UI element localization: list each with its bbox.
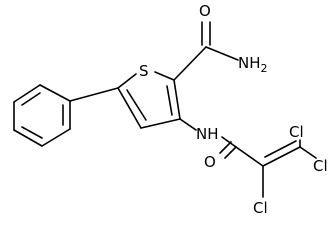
bond-th-c5-s	[117, 73, 137, 89]
bond-th-c4-c5-inner	[126, 89, 147, 121]
bond-ph-4	[41, 128, 71, 147]
bond-c3-nh	[179, 118, 197, 131]
bond-acyl-o-a	[224, 146, 237, 159]
bond-acyl-calpha	[235, 146, 264, 167]
bond-th-c4-c5	[117, 87, 142, 129]
bond-th-c3-c4	[140, 118, 181, 129]
carboxamide-group	[173, 21, 239, 81]
bond-acyl-o-b	[219, 141, 232, 154]
atom-label-amide-nh2: NH2	[238, 54, 268, 75]
atom-label-oxygen-amide: O	[199, 2, 211, 20]
bond-th-c2-c3-inner	[166, 85, 173, 116]
atom-label-nh-linker: NH	[196, 125, 219, 143]
bond-th-s-c2	[154, 71, 175, 81]
bond-calpha-cbeta	[262, 146, 301, 167]
atom-label-cl-top: Cl	[289, 123, 304, 141]
atom-label-cl-right: Cl	[313, 157, 328, 175]
bond-calpha-cbeta-inner	[264, 140, 297, 158]
bond-ph-inner-1	[21, 92, 41, 106]
atom-label-oxygen-acyl: O	[204, 153, 216, 171]
bond-phenyl-thiophene	[69, 87, 119, 102]
bond-ph-inner-3	[21, 126, 43, 139]
bond-th-c2-c3	[173, 79, 181, 120]
phenyl-ring	[13, 84, 71, 147]
atom-label-cl-bottom: Cl	[253, 199, 268, 217]
amide-nh: NH	[238, 54, 261, 72]
bond-c2-carbonyl	[173, 46, 207, 81]
trichloroacryloyl-group	[219, 139, 317, 198]
bond-nh-acyl	[221, 136, 237, 148]
bond-ph-2	[39, 84, 71, 102]
thiophene-ring	[117, 71, 181, 129]
bond-ph-5	[13, 129, 43, 147]
bond-cbeta-cl-right	[299, 146, 317, 159]
bond-c-nh2	[205, 46, 239, 61]
bond-ph-1	[13, 84, 41, 103]
amide-nh2-subscript: 2	[261, 62, 268, 75]
atom-label-sulfur: S	[139, 62, 149, 80]
